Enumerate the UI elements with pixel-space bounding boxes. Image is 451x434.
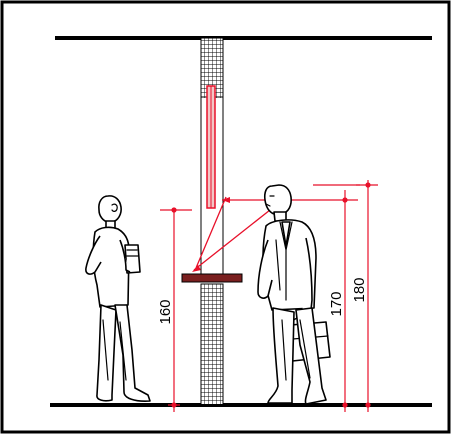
dimension-label-160: 160 [157,299,174,324]
person-left-figure [85,195,151,402]
dimension-label-180: 180 [351,277,368,302]
dimension-lines [160,180,378,412]
dimension-dots [171,182,371,408]
dimension-label-170: 170 [328,291,345,316]
counter-shelf [181,273,243,283]
person-right-figure [257,184,331,405]
column-bottom [200,283,224,406]
sight-lines [192,196,273,272]
